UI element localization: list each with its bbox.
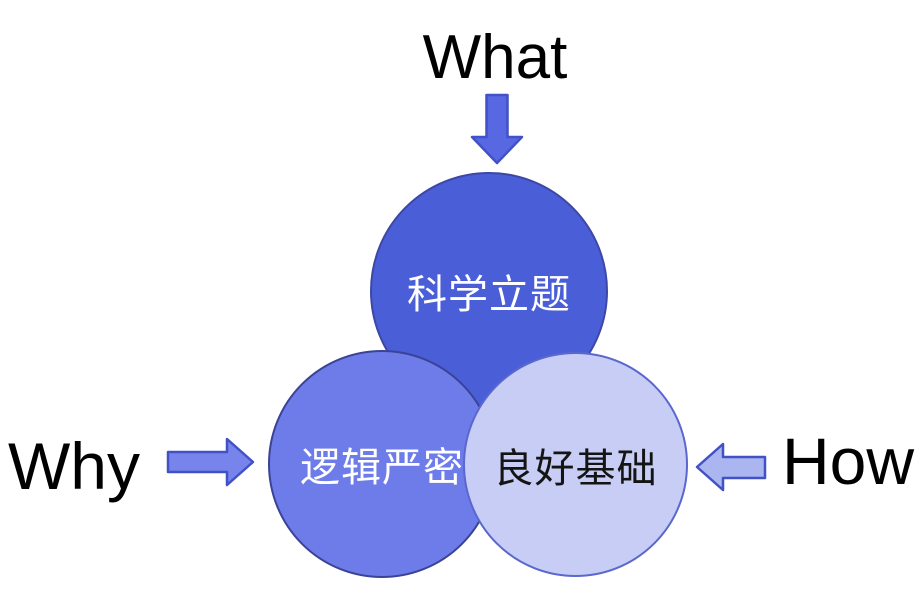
circle-good-foundation: 良好基础 [463,352,688,577]
how-label: How [782,424,915,498]
right-arrow-icon [166,437,255,487]
down-arrow-icon [470,93,524,165]
circle-top-label: 科学立题 [407,273,571,317]
circle-left-label: 逻辑严密 [300,446,464,490]
why-label: Why [8,429,140,503]
what-label: What [422,23,568,92]
circle-right-label: 良好基础 [493,446,658,491]
left-arrow-icon [695,442,767,492]
circle-rigorous-logic: 逻辑严密 [268,350,496,578]
